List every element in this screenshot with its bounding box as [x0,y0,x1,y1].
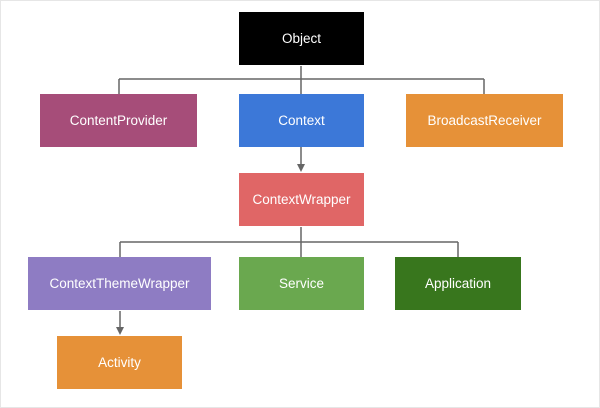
node-application: Application [395,257,521,310]
node-broadcastreceiver-label: BroadcastReceiver [427,113,542,128]
node-contextthemewrapper-label: ContextThemeWrapper [49,276,190,291]
node-service: Service [239,257,364,310]
node-context-label: Context [278,113,325,128]
node-object-label: Object [281,31,322,46]
node-contextthemewrapper: ContextThemeWrapper [28,257,211,310]
node-service-label: Service [278,276,324,291]
node-contextwrapper: ContextWrapper [239,173,364,226]
node-contextwrapper-label: ContextWrapper [252,192,351,207]
node-contentprovider: ContentProvider [40,94,197,147]
node-activity-label: Activity [98,355,141,370]
node-object: Object [239,12,364,65]
node-contentprovider-label: ContentProvider [69,113,168,128]
node-activity: Activity [57,336,182,389]
node-broadcastreceiver: BroadcastReceiver [406,94,563,147]
node-context: Context [239,94,364,147]
node-application-label: Application [424,276,492,291]
